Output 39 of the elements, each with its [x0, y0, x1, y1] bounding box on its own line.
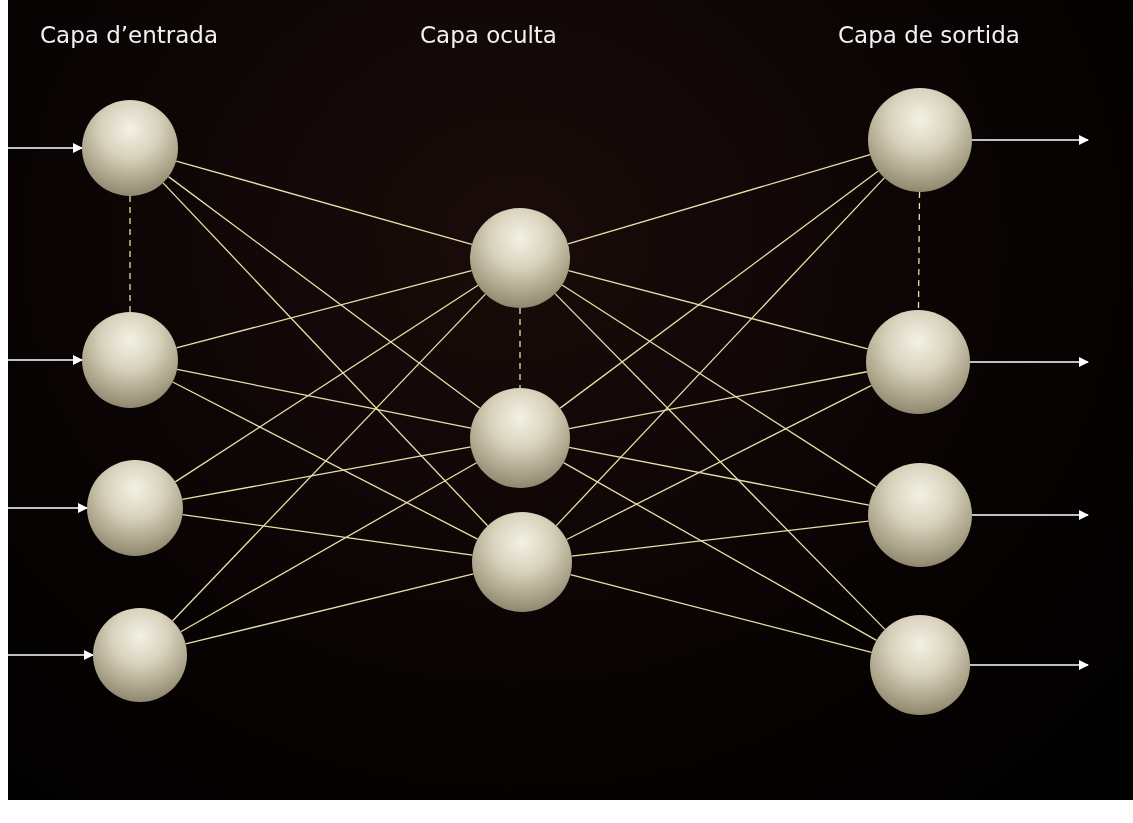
connection-line	[566, 384, 873, 541]
neuron-circle	[470, 208, 570, 308]
connection-line	[167, 176, 481, 409]
connection-line	[162, 182, 489, 527]
arrow	[7, 355, 83, 365]
connection-line	[175, 270, 473, 349]
connection-line	[555, 177, 885, 527]
connection-line	[568, 446, 870, 506]
arrow	[7, 143, 83, 153]
arrow	[7, 650, 94, 660]
connection-line	[174, 284, 479, 483]
layer-title: Capa de sortida	[838, 22, 1020, 48]
arrow	[971, 510, 1089, 520]
arrow	[969, 357, 1089, 367]
connection-line	[571, 520, 869, 557]
arrow	[971, 135, 1089, 145]
connection-line	[562, 462, 878, 641]
dashed-line	[129, 195, 131, 313]
layer-title: Capa d’entrada	[40, 22, 219, 48]
arrow	[969, 660, 1089, 670]
dashed-line	[917, 191, 921, 311]
layer-title: Capa oculta	[420, 22, 557, 48]
connection-line	[180, 462, 478, 633]
arrow	[7, 503, 88, 513]
connection-line	[181, 514, 474, 556]
connection-line	[569, 573, 873, 654]
connection-line	[185, 573, 475, 645]
connection-line	[567, 270, 869, 350]
connection-line	[181, 446, 472, 501]
connection-line	[567, 154, 871, 245]
connection-line	[561, 284, 877, 488]
connection-line	[171, 293, 487, 622]
connection-line	[559, 170, 879, 409]
connection-line	[172, 381, 479, 540]
connection-line	[554, 293, 886, 630]
connection-line	[175, 160, 473, 246]
connection-line	[176, 368, 472, 429]
connection-line	[568, 371, 868, 430]
dashed-line	[519, 307, 521, 389]
